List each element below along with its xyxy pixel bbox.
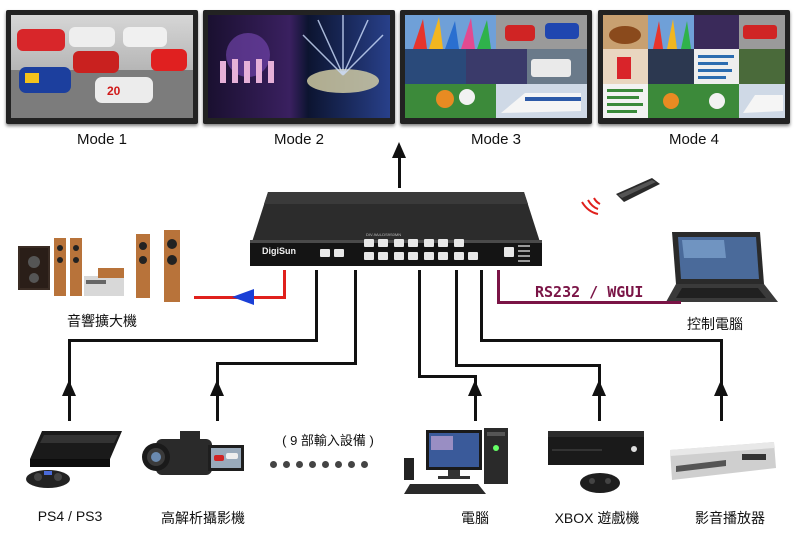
input-arrow-player: [714, 380, 728, 396]
control-pc-label: 控制電腦: [687, 316, 743, 332]
input-line-xbox: [455, 270, 458, 367]
input-line-pc-v: [474, 375, 477, 421]
audio-line-blue: [194, 296, 248, 299]
source-label-xbox: XBOX 遊戲機: [554, 510, 640, 526]
device-model: DIV-9A4-DS9S0MN: [366, 232, 402, 237]
input-line-xbox-h: [455, 364, 601, 367]
mode-label-2: Mode 2: [273, 131, 325, 148]
input-line-player-h: [480, 339, 723, 342]
input-line-cam-h: [216, 362, 357, 365]
input-line-pc-h: [418, 375, 477, 378]
remote-icon: [580, 172, 664, 218]
output-line: [398, 158, 401, 188]
control-line-horizontal: [497, 301, 681, 304]
pc-icon: [400, 424, 520, 500]
input-arrow-pc: [468, 380, 482, 396]
xbox-icon: [540, 425, 652, 497]
player-icon: [666, 440, 778, 486]
source-label-ps4: PS4 / PS3: [37, 508, 103, 524]
sources-note: ( 9 部輸入設備 ): [282, 433, 374, 448]
input-arrow-xbox: [592, 380, 606, 396]
tv-mode-1: 20: [6, 10, 198, 124]
amplifier-icon: [14, 228, 194, 308]
tv-mode-2: [203, 10, 395, 124]
camcorder-icon: [136, 425, 246, 495]
audio-arrow: [232, 289, 254, 305]
tv-mode-3: [400, 10, 592, 124]
mode-label-1: Mode 1: [76, 131, 128, 148]
input-line-pc: [418, 270, 421, 378]
input-arrow-cam: [210, 380, 224, 396]
amplifier-label: 音響擴大機: [67, 313, 137, 329]
input-arrow-ps4: [62, 380, 76, 396]
source-label-camcorder: 高解析攝影機: [161, 510, 245, 526]
multiviewer-device: DigiSun DIV-9A4-DS9S0MN: [248, 190, 544, 270]
tv-mode-4: [598, 10, 790, 124]
control-link-label: RS232 / WGUI: [535, 283, 644, 301]
source-label-pc: 電腦: [461, 510, 489, 526]
input-line-player: [480, 270, 483, 342]
device-brand: DigiSun: [262, 246, 296, 256]
mode-label-4: Mode 4: [668, 131, 720, 148]
input-line-ps4: [315, 270, 318, 342]
ps4-icon: [14, 425, 126, 495]
input-line-ps4-h: [68, 339, 318, 342]
svg-text:20: 20: [107, 84, 121, 98]
audio-line-horizontal: [246, 296, 286, 299]
output-arrow: [392, 142, 406, 158]
mode-label-3: Mode 3: [470, 131, 522, 148]
laptop-icon: [664, 228, 780, 308]
input-line-cam: [354, 270, 357, 365]
control-line-vertical: [497, 270, 500, 304]
audio-line-vertical: [283, 270, 286, 299]
source-label-player: 影音播放器: [695, 510, 765, 526]
more-sources-dots: [270, 455, 390, 473]
